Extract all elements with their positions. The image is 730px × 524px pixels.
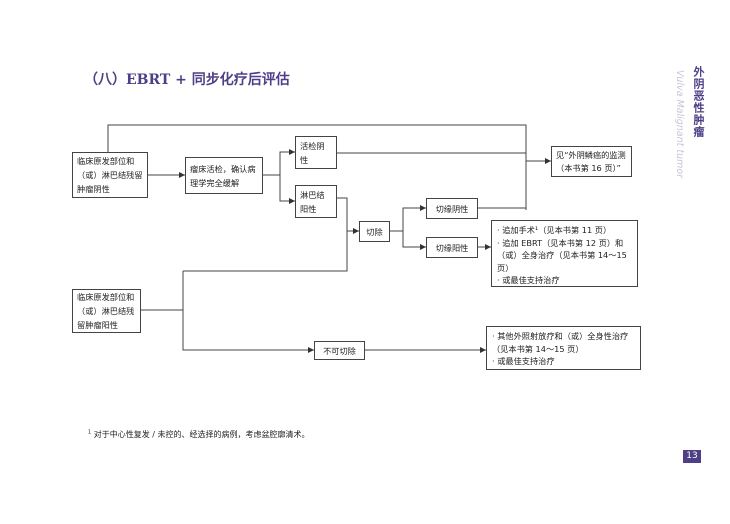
- box-label: 淋巴结阳性: [300, 189, 325, 214]
- margin-positive-options-box: · 追加手术¹（见本书第 11 页） · 追加 EBRT（见本书第 12 页）和…: [491, 220, 638, 287]
- footnote-text: 对于中心性复发 / 未控的、经选择的病例，考虑盆腔廓清术。: [93, 430, 310, 439]
- start-negative-box: 临床原发部位和（或）淋巴结残留肿瘤阴性: [72, 152, 148, 198]
- footnote-mark: 1: [88, 429, 92, 436]
- footnote: 1 对于中心性复发 / 未控的、经选择的病例，考虑盆腔廓清术。: [88, 429, 310, 440]
- margin-negative-box: 切缘阴性: [426, 198, 478, 219]
- option-item: · 或最佳支持治疗: [497, 275, 560, 285]
- start-positive-box: 临床原发部位和（或）淋巴结残留肿瘤阳性: [72, 289, 141, 333]
- option-item: · 追加手术¹（见本书第 11 页）: [497, 225, 612, 235]
- surveillance-box: 见“外阴鳞癌的监测（本书第 16 页）”: [551, 146, 632, 177]
- unresectable-box: 不可切除: [314, 341, 365, 360]
- margin-positive-box: 切缘阳性: [426, 237, 478, 258]
- box-label: 瘤床活检，确认病理学完全缓解: [190, 163, 256, 188]
- option-item: · 其他外照射放疗和（或）全身性治疗（见本书第 14～15 页）: [492, 331, 629, 354]
- option-item: · 或最佳支持治疗: [492, 356, 555, 366]
- box-label: 切缘阴性: [435, 203, 469, 214]
- box-label: 活检阴性: [300, 140, 325, 165]
- option-item: · 追加 EBRT（见本书第 12 页）和（或）全身治疗（见本书第 14～15 …: [497, 237, 627, 273]
- node-positive-box: 淋巴结阳性: [295, 185, 337, 218]
- resection-box: 切除: [359, 221, 390, 242]
- box-label: 切除: [366, 226, 383, 237]
- box-label: 临床原发部位和（或）淋巴结残留肿瘤阳性: [77, 292, 135, 330]
- biopsy-negative-box: 活检阴性: [295, 136, 337, 169]
- unresectable-options-box: · 其他外照射放疗和（或）全身性治疗（见本书第 14～15 页） · 或最佳支持…: [486, 326, 641, 370]
- biopsy-confirm-box: 瘤床活检，确认病理学完全缓解: [185, 157, 263, 194]
- section-title: （八）EBRT + 同步化疗后评估: [84, 72, 290, 88]
- page-number: 13: [683, 450, 701, 463]
- box-label: 临床原发部位和（或）淋巴结残留肿瘤阴性: [77, 156, 143, 194]
- box-label: 不可切除: [323, 345, 356, 356]
- box-label: 见“外阴鳞癌的监测（本书第 16 页）”: [556, 150, 626, 173]
- sidebar-title-cn: 外阴恶性肿瘤: [692, 66, 705, 138]
- box-label: 切缘阳性: [435, 242, 469, 253]
- sidebar-title-en: Vulva Malignant tumor: [674, 70, 685, 179]
